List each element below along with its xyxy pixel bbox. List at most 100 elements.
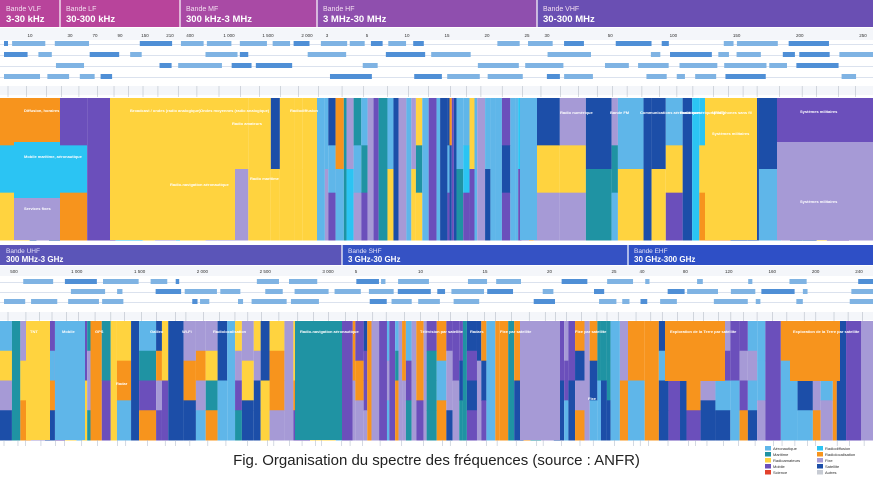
frequency-allocation <box>518 98 522 170</box>
allocation-label: Mobile <box>62 329 75 334</box>
frequency-allocation <box>476 360 482 401</box>
allocation-strip <box>615 41 652 46</box>
allocation-strip <box>329 74 372 79</box>
frequency-allocation <box>415 192 423 241</box>
tick-label: 40 <box>639 269 645 274</box>
frequency-allocation <box>241 321 254 362</box>
frequency-allocation <box>600 380 607 441</box>
frequency-allocation <box>131 321 140 441</box>
frequency-allocation <box>758 98 782 170</box>
frequency-allocation <box>589 360 598 401</box>
frequency-allocation <box>486 321 496 441</box>
tick-label: 70 <box>92 33 98 38</box>
band-name: Bande VLF <box>6 6 41 13</box>
frequency-allocation <box>426 380 437 411</box>
allocation-strip <box>68 299 99 304</box>
band-name: Bande VHF <box>543 6 579 13</box>
frequency-allocation <box>367 321 372 381</box>
frequency-allocation <box>747 380 758 411</box>
frequency-allocation <box>451 98 454 241</box>
frequency-allocation <box>161 380 169 441</box>
frequency-allocation <box>260 380 270 441</box>
frequency-allocation <box>568 380 576 441</box>
allocation-label: Fixe par satellite <box>500 329 532 334</box>
allocation-strip <box>288 279 318 284</box>
frequency-allocation <box>328 192 336 241</box>
frequency-allocation <box>700 400 716 441</box>
frequency-allocation <box>248 169 271 241</box>
frequency-allocation <box>279 98 295 170</box>
frequency-allocation <box>610 321 620 441</box>
frequency-allocation <box>495 321 500 441</box>
frequency-allocation <box>446 350 453 381</box>
allocation-vlf <box>14 98 60 142</box>
allocation-strip <box>362 63 378 68</box>
frequency-allocation <box>235 321 242 352</box>
allocation-strip <box>369 299 387 304</box>
legend-swatch <box>817 458 823 463</box>
frequency-allocation <box>589 321 598 362</box>
frequency-allocation <box>168 321 184 441</box>
allocation-strip <box>55 63 85 68</box>
allocation-label: Radar <box>116 381 128 386</box>
frequency-allocation <box>617 98 644 170</box>
band-range: 300 MHz-3 GHz <box>6 255 63 264</box>
allocation-strip <box>385 52 426 57</box>
frequency-allocation <box>597 321 601 381</box>
frequency-allocation <box>436 400 447 441</box>
frequency-allocation <box>363 350 368 381</box>
allocation-strip <box>799 52 830 57</box>
tick-label: 200 <box>796 33 804 38</box>
legend-swatch <box>765 446 771 451</box>
frequency-allocation <box>371 321 380 381</box>
frequency-allocation <box>447 145 450 194</box>
frequency-allocation <box>405 360 412 401</box>
band-header-top <box>0 0 60 27</box>
frequency-allocation <box>402 380 406 441</box>
tick-label: 100 <box>670 33 678 38</box>
frequency-allocation <box>686 380 701 411</box>
tick-label: 10 <box>404 33 410 38</box>
legend-label: Science <box>773 470 788 475</box>
frequency-allocation <box>476 400 482 441</box>
allocation-strip <box>89 52 120 57</box>
allocation-strip <box>453 299 480 304</box>
frequency-allocation <box>386 321 390 362</box>
frequency-allocation <box>575 380 585 411</box>
frequency-allocation <box>575 410 585 441</box>
frequency-allocation <box>416 321 424 362</box>
frequency-allocation <box>110 321 117 441</box>
allocation-strip <box>564 74 593 79</box>
frequency-allocation <box>462 321 467 441</box>
frequency-allocation <box>686 410 701 441</box>
band-name: Bande LF <box>66 6 96 13</box>
frequency-allocation <box>406 98 412 241</box>
allocation-label: Radio amateurs <box>232 121 263 126</box>
frequency-allocation <box>501 98 511 146</box>
frequency-allocation <box>589 400 598 441</box>
allocation-strip <box>667 289 685 294</box>
allocation-strip <box>839 52 873 57</box>
frequency-allocation <box>757 360 766 401</box>
allocation-strip <box>175 279 180 284</box>
frequency-allocation <box>537 145 560 194</box>
frequency-allocation <box>820 400 833 441</box>
band-header-top <box>537 0 873 27</box>
legend-swatch <box>817 464 823 469</box>
frequency-allocation <box>477 169 486 241</box>
legend-label: Radioamateurs <box>773 458 800 463</box>
frequency-allocation <box>387 98 394 170</box>
legend-label: Maritime <box>773 452 789 457</box>
allocation-lf <box>110 98 180 240</box>
figure-caption: Fig. Organisation du spectre des fréquen… <box>233 452 640 469</box>
frequency-allocation <box>395 380 399 411</box>
legend-label: Radiodiffusion <box>825 446 850 451</box>
allocation-label: Radiolocalisation <box>213 329 247 334</box>
frequency-allocation <box>87 410 91 441</box>
frequency-allocation <box>260 321 270 381</box>
frequency-allocation <box>328 145 336 194</box>
allocation-label: Télévision par satellite <box>420 329 464 334</box>
allocation-strip <box>599 299 617 304</box>
frequency-allocation <box>481 360 487 401</box>
frequency-allocation <box>658 350 669 381</box>
